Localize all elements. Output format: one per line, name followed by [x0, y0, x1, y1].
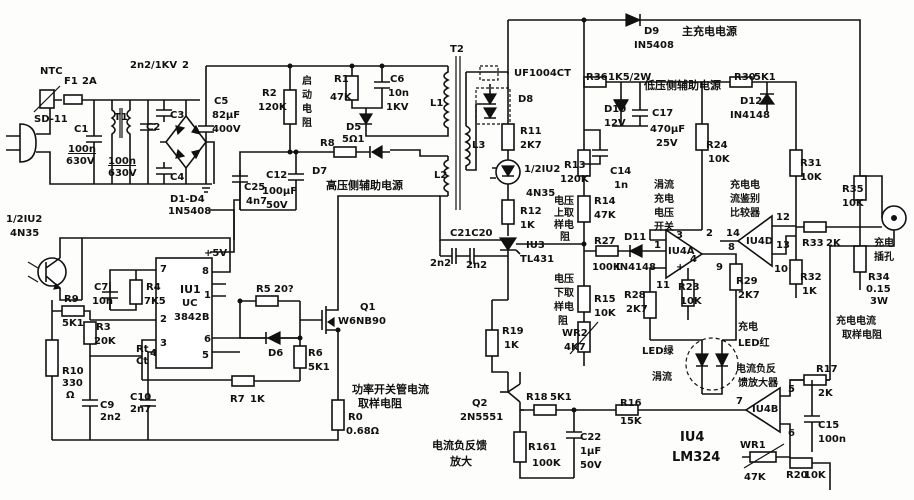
charging-jack [860, 175, 907, 247]
resistor-r18 [520, 404, 616, 416]
resistor-r17 [790, 374, 830, 386]
bicolor-led [650, 330, 739, 395]
resistor-r4 [110, 270, 143, 311]
optocoupler-iu2-transistor [27, 237, 82, 340]
resistor-r30 [729, 76, 797, 150]
fuse-f1 [63, 94, 160, 105]
ic-iu1-uc3842b [81, 237, 300, 380]
resistor-r7 [142, 375, 300, 387]
resistor-r5 [240, 295, 300, 307]
resistor-r28 [643, 291, 657, 340]
diode-d7 [369, 144, 390, 160]
resistor-r11 [501, 123, 515, 160]
diode-d12 [758, 82, 776, 112]
capacitor-c17 [632, 82, 648, 126]
resistor-r12 [501, 199, 515, 236]
capacitor-c22 [566, 410, 582, 478]
resistor-r33 [796, 221, 868, 233]
common-mode-choke-t1 [110, 100, 132, 184]
resistor-r35 [853, 175, 867, 246]
capacitor-c1 [86, 100, 102, 184]
resistor-r9 [52, 305, 91, 320]
ntc-thermistor [33, 85, 61, 113]
capacitor-c5 [198, 66, 214, 193]
resistor-r16 [615, 404, 742, 416]
ac-input-plug [6, 99, 88, 185]
zener-d10 [612, 82, 630, 126]
resistor-r14 [577, 195, 591, 244]
resistor-r36 [583, 76, 640, 88]
resistor-r23 [681, 268, 695, 320]
resistor-r2 [283, 66, 297, 148]
capacitor-c25 [232, 170, 248, 210]
resistor-r161 [513, 431, 574, 479]
diode-d9 [625, 13, 642, 27]
opamp-iu4d [720, 214, 796, 268]
diode-d6 [239, 301, 300, 345]
capacitor-c14 [584, 129, 608, 165]
dual-diode-d8 [466, 65, 511, 171]
resistor-r0 [300, 399, 345, 441]
potentiometer-wr1 [742, 443, 791, 469]
resistor-r24 [695, 82, 709, 230]
potentiometer-wr2 [569, 321, 599, 366]
resistor-r34 [853, 245, 867, 290]
resistor-r8 [296, 146, 370, 158]
resistor-r20 [789, 457, 831, 490]
resistor-r19 [485, 299, 508, 373]
mosfet-q1 [300, 195, 440, 400]
transformer-t2 [436, 56, 471, 210]
resistor-r10 [45, 339, 59, 440]
resistor-r29 [720, 253, 743, 330]
capacitor-c12 [288, 152, 304, 210]
resistor-r31 [789, 149, 803, 236]
capacitor-c4 [156, 162, 172, 184]
resistor-r32 [789, 236, 803, 298]
optocoupler-iu2-led [490, 159, 521, 200]
resistor-r13 [577, 92, 591, 196]
transistor-q2 [500, 372, 524, 432]
snubber-r1-c6 [345, 66, 436, 137]
resistor-r6 [293, 301, 307, 381]
resistor-r3 [83, 321, 142, 357]
capacitor-c15 [804, 380, 820, 452]
capacitor-c3 [156, 100, 172, 122]
capacitors-c21-c20 [440, 248, 508, 264]
capacitor-c2 [140, 100, 156, 184]
diode-d11 [628, 244, 666, 258]
opamp-iu4a [649, 228, 720, 300]
capacitor-c9 [82, 356, 98, 440]
capacitor-c10 [140, 352, 156, 440]
resistor-r27 [584, 245, 630, 257]
resistor-r15 [577, 244, 591, 322]
regulator-iu3-tl431 [498, 237, 584, 300]
bridge-rectifier-d1-d4 [160, 99, 215, 185]
opamp-iu4b [742, 379, 830, 452]
capacitor-c7 [102, 282, 118, 310]
